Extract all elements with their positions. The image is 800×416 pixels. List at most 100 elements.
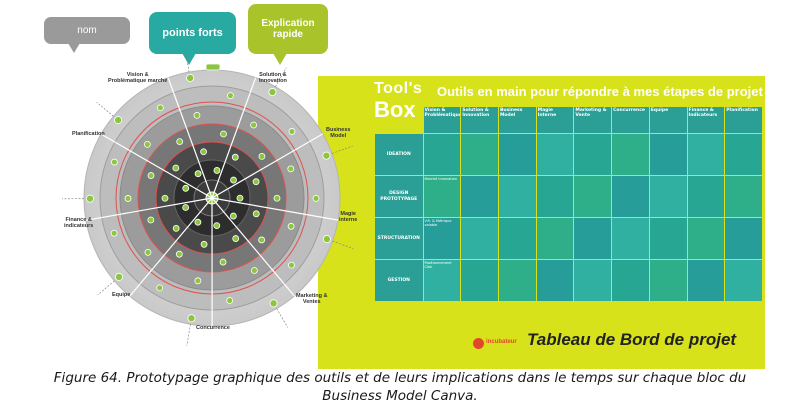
wheel-node: [268, 88, 277, 97]
grid-cell: Marché Innovation: [422, 175, 462, 218]
grid-cell: [573, 259, 613, 302]
grid-cell: V.R. & Métrique valable: [422, 217, 462, 260]
label-business-model: Business Model: [326, 127, 351, 140]
wheel-node: [161, 194, 169, 202]
wheel-node: [156, 104, 164, 112]
bubble-tail: [273, 53, 287, 65]
leader-line: [184, 50, 190, 73]
wheel-node: [193, 111, 201, 119]
label-concurrence: Concurrence: [196, 325, 230, 331]
wheel-node: [232, 235, 240, 242]
grid-cell: Positionnement Clair: [422, 259, 462, 302]
leader-line: [97, 280, 115, 296]
grid-cell: [460, 259, 499, 302]
grid-cell: [573, 133, 613, 176]
grid-cell: [648, 175, 688, 218]
grid-cell: [460, 217, 499, 260]
wheel-node: [213, 222, 221, 229]
grid-cell: [724, 259, 763, 302]
wheel-node: [147, 216, 155, 224]
bubble-points-forts: points forts: [149, 12, 236, 65]
grid-cell: [573, 175, 613, 218]
wheel-node: [194, 170, 202, 178]
wheel-node: [322, 235, 331, 244]
bubble-tail: [182, 53, 196, 65]
wheel-node: [227, 92, 234, 100]
wheel-node: [288, 128, 296, 135]
wheel-node: [230, 176, 237, 184]
leader-line: [186, 324, 191, 346]
grid-header-row: Vision & Problématique Solution & Innova…: [375, 106, 763, 134]
wheel-node: [273, 194, 281, 202]
figure-caption: Figure 64. Prototypage graphique des out…: [0, 369, 800, 405]
grid-cell: [611, 217, 650, 260]
row-label: GESTION: [374, 259, 424, 302]
wheel-node: [312, 194, 320, 202]
spoke-line: [211, 197, 339, 221]
grid-cell: [460, 133, 499, 176]
board-title: Outils en main pour répondre à mes étape…: [437, 84, 763, 99]
wheel-node: [258, 236, 266, 244]
spoke-line: [211, 197, 295, 297]
bubble-points-forts-text: points forts: [162, 27, 223, 39]
wheel-node: [172, 225, 180, 232]
wheel-node: [200, 240, 208, 248]
wheel-node: [172, 164, 180, 172]
col-header: Finance & Indicateurs: [686, 106, 726, 134]
bubble-explication-text: Explication rapide: [261, 18, 315, 40]
wheel-node: [187, 314, 196, 323]
leader-line: [332, 240, 354, 249]
grid-cell: [497, 217, 537, 260]
spoke-line: [167, 77, 213, 199]
wheel-node: [229, 212, 237, 220]
wheel-node: [182, 204, 190, 211]
wheel-node: [258, 152, 266, 160]
leader-line: [331, 145, 353, 154]
label-leader-lines: [62, 50, 354, 346]
label-magie-interne: Magie interne: [339, 211, 358, 224]
spoke-line: [211, 77, 257, 199]
col-header: Marketing & Vente: [573, 106, 613, 134]
spoke-line: [100, 133, 213, 199]
grid-cell: [611, 133, 650, 176]
grid-cell: [497, 133, 537, 176]
grid-cell: [535, 133, 575, 176]
col-header: Concurrence: [611, 106, 650, 134]
dashboard-title: Tableau de Bord de projet: [527, 330, 737, 349]
wheel-node: [219, 258, 227, 266]
wheel-node: [194, 277, 202, 285]
wheel-node: [124, 195, 132, 202]
wheel-node: [114, 116, 123, 125]
wheel-node: [287, 165, 295, 173]
leader-line: [96, 101, 114, 117]
row-label: STRUCTURATION: [374, 217, 424, 260]
incubator-logo: incubateur: [473, 334, 533, 354]
bubble-nom: nom: [44, 17, 130, 53]
col-header: Magie Interne: [535, 106, 575, 134]
grid-cell: [686, 175, 726, 218]
wheel-node: [143, 140, 151, 148]
grid-cell: [497, 175, 537, 218]
wheel-node: [176, 138, 184, 145]
row-label: DESIGN PROTOTYPAGE: [374, 175, 424, 218]
logo-mark: [473, 338, 484, 349]
grid-cell: [648, 217, 688, 260]
toolbox-line1: Tool's: [374, 80, 423, 97]
wheel-node: [147, 172, 155, 179]
grid-cell: [535, 175, 575, 218]
grid-cell: [460, 175, 499, 218]
grid-cell: [611, 259, 650, 302]
wheel-node: [144, 248, 152, 256]
grid-cell: [686, 133, 726, 176]
wheel-node: [250, 121, 258, 129]
wheel-node: [252, 210, 260, 218]
wheel-node: [213, 167, 221, 174]
wheel-node: [287, 222, 295, 230]
wheel-node: [288, 261, 295, 269]
bubble-tail: [68, 43, 80, 53]
grid-cell: [611, 175, 650, 218]
bubble-explication: Explication rapide: [248, 4, 328, 65]
